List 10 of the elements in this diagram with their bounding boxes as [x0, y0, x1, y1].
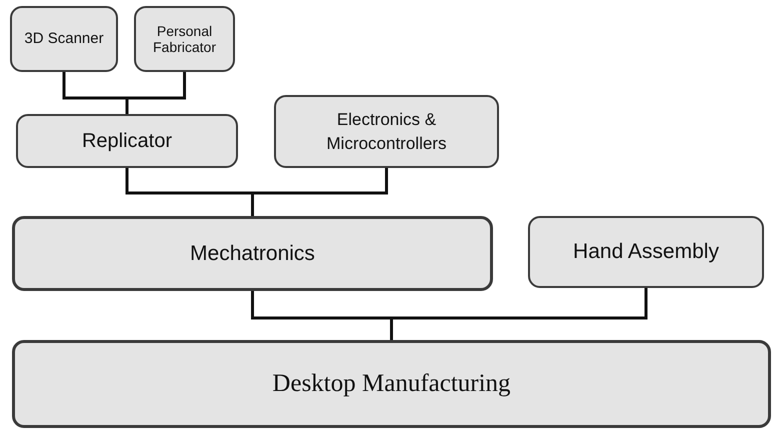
process-box: Mechatronics: [12, 216, 493, 291]
process-box: 3D Scanner: [10, 6, 118, 72]
connector-line: [251, 168, 388, 216]
connector-line: [390, 288, 648, 340]
process-box: Desktop Manufacturing: [12, 340, 771, 428]
process-box: Personal Fabricator: [134, 6, 235, 72]
connector-line: [126, 72, 186, 114]
process-box: Replicator: [16, 114, 238, 168]
process-box: Hand Assembly: [528, 216, 764, 288]
process-box: Electronics & Microcontrollers: [274, 95, 499, 168]
